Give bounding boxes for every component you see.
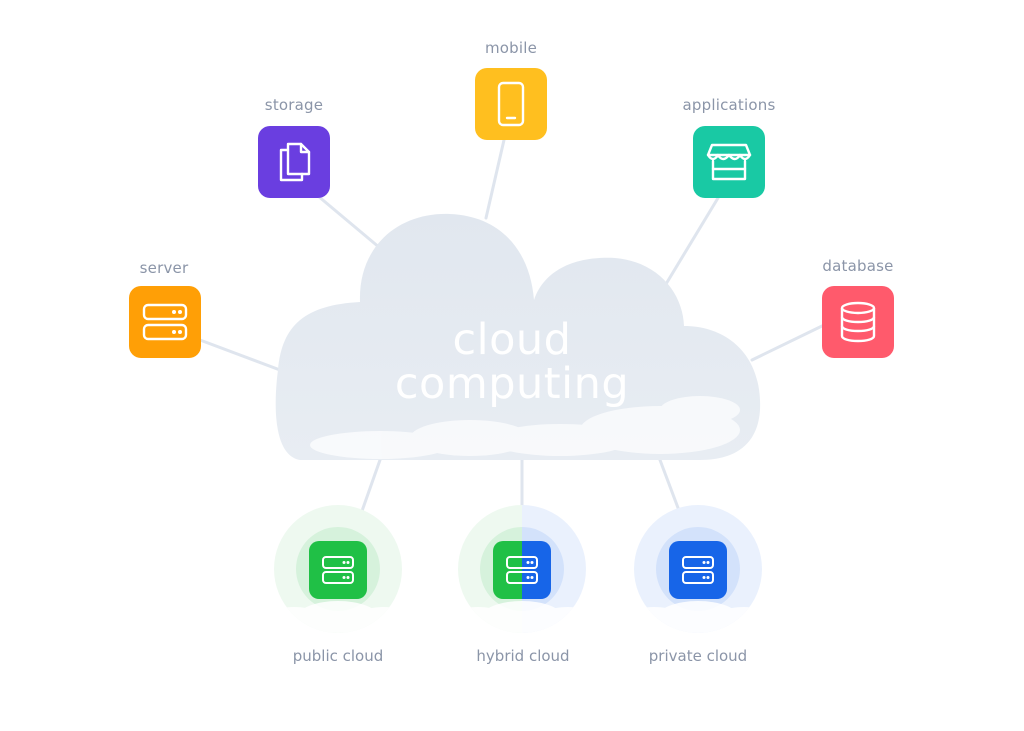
hybrid-cloud-chip (493, 541, 551, 599)
applications-label: applications (682, 96, 776, 114)
connector-database (750, 324, 824, 362)
server-icon (682, 556, 714, 584)
database-label: database (822, 257, 894, 275)
connector-applications (664, 196, 720, 286)
database-tile (822, 286, 894, 358)
server-icon (142, 303, 188, 341)
hybrid-cloud-label: hybrid cloud (476, 647, 570, 665)
server-tile (129, 286, 201, 358)
hybrid-cloud-node (458, 505, 586, 633)
storage-label: storage (264, 96, 324, 114)
private-cloud-chip (669, 541, 727, 599)
documents-icon (279, 142, 311, 182)
private-cloud-node (634, 505, 762, 633)
cloud-title-line2: computing (394, 359, 630, 409)
public-cloud-label: public cloud (292, 647, 384, 665)
applications-tile (693, 126, 765, 198)
server-icon (506, 556, 538, 584)
connector-mobile (484, 138, 506, 220)
public-cloud-node (274, 505, 402, 633)
connector-storage (316, 194, 382, 250)
storage-tile (258, 126, 330, 198)
mobile-label: mobile (484, 39, 538, 57)
cloud-mist (634, 601, 762, 633)
cloud-shape (275, 213, 761, 460)
cloud-mist (458, 601, 586, 633)
cloud-title-line1: cloud (452, 315, 572, 365)
cloud-mist (274, 601, 402, 633)
connector-server (198, 338, 282, 372)
storefront-icon (706, 143, 752, 181)
private-cloud-label: private cloud (648, 647, 748, 665)
server-icon (322, 556, 354, 584)
smartphone-icon (497, 81, 525, 127)
public-cloud-chip (309, 541, 367, 599)
database-icon (840, 301, 876, 343)
server-label: server (139, 259, 189, 277)
cloud-title: cloud computing (332, 318, 692, 406)
mobile-tile (475, 68, 547, 140)
